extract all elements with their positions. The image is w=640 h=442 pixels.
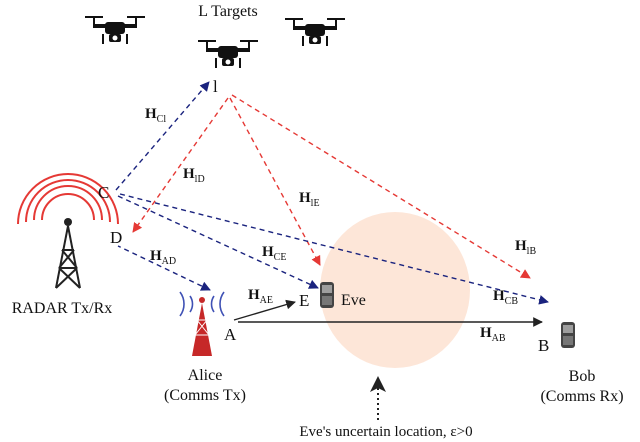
eve-uncertain-region bbox=[320, 212, 470, 368]
alice-role: (Comms Tx) bbox=[164, 387, 246, 404]
alice-name: Alice bbox=[188, 367, 223, 384]
phone-icon bbox=[320, 282, 334, 308]
channel-label-cb: HCB bbox=[493, 288, 518, 307]
link-c-e bbox=[117, 195, 319, 289]
link-c-b bbox=[119, 193, 549, 305]
link-l-d bbox=[132, 97, 229, 233]
link-a-d bbox=[117, 245, 211, 291]
node-target-l: l bbox=[213, 77, 218, 96]
eve-region-arrowhead bbox=[370, 376, 386, 392]
alice-tower-icon bbox=[179, 291, 225, 356]
channel-label-ad: HAD bbox=[150, 248, 176, 267]
channel-label-ld: HlD bbox=[183, 166, 205, 185]
bob-role: (Comms Rx) bbox=[540, 388, 623, 405]
channel-label-lb: HlB bbox=[515, 238, 536, 257]
node-b: B bbox=[538, 336, 549, 355]
channel-label-le: HlE bbox=[299, 190, 320, 209]
node-c: C bbox=[98, 183, 109, 202]
bob-name: Bob bbox=[569, 368, 596, 385]
link-l-e bbox=[229, 97, 321, 266]
radar-tower-icon bbox=[17, 173, 119, 289]
drone-icon bbox=[85, 16, 145, 44]
drone-icon bbox=[198, 40, 258, 68]
link-l-b bbox=[231, 94, 531, 279]
link-c-l bbox=[115, 81, 210, 191]
channel-label-ce: HCE bbox=[262, 244, 286, 263]
channel-label-cl: HCl bbox=[145, 106, 166, 125]
drone-icon bbox=[285, 18, 345, 46]
node-a: A bbox=[224, 325, 237, 344]
node-e: E bbox=[299, 291, 309, 310]
eve-caption: Eve bbox=[341, 292, 366, 309]
phone-icon bbox=[561, 322, 575, 348]
radar-caption: RADAR Tx/Rx bbox=[12, 300, 113, 317]
link-a-e bbox=[233, 299, 296, 321]
eve-region-caption: Eve's uncertain location, ε>0 bbox=[299, 424, 472, 440]
channel-label-ae: HAE bbox=[248, 287, 273, 306]
diagram-title: L Targets bbox=[198, 3, 257, 20]
channel-label-ab: HAB bbox=[480, 325, 506, 344]
node-d: D bbox=[110, 228, 122, 247]
